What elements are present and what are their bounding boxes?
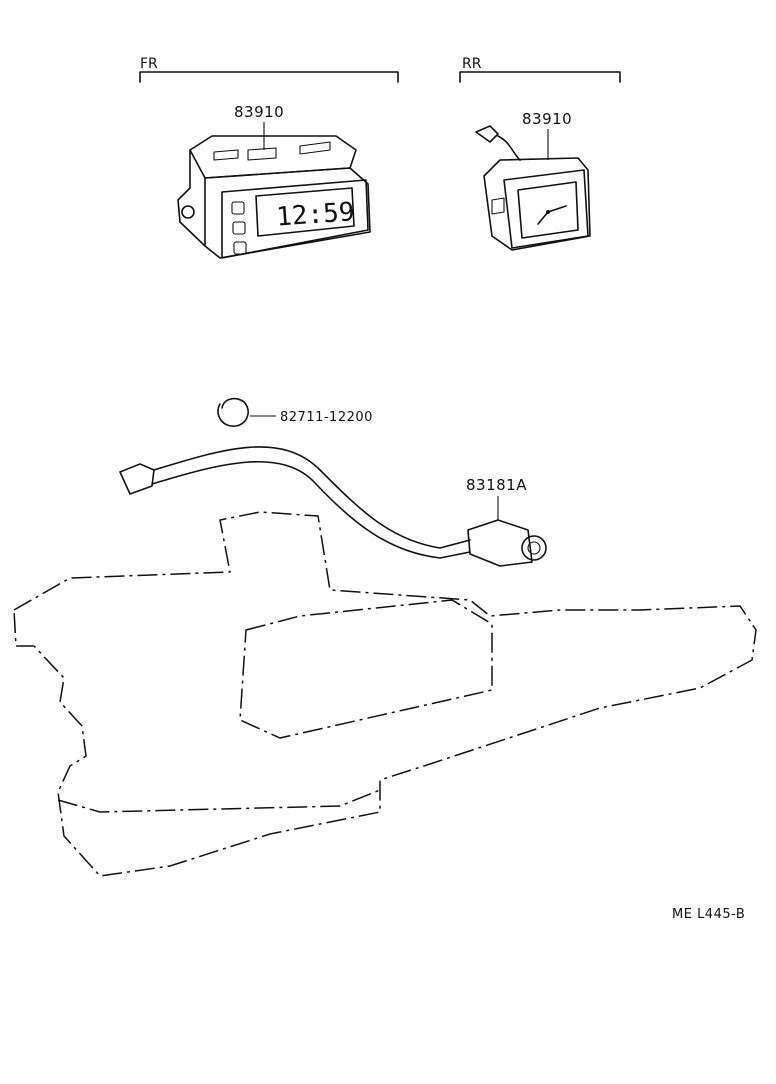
rear-clock-part-number: 83910 [522, 110, 572, 128]
front-clock-screw-hole [181, 205, 195, 219]
rear-clock-pivot [546, 210, 550, 214]
sensor-gear-core [527, 541, 541, 555]
rear-clock-minute-hand [537, 211, 549, 225]
front-clock-side [177, 149, 206, 247]
sensor-cable [153, 446, 471, 549]
section-rear: RR [459, 56, 621, 83]
sensor-part-number: 83181A [466, 476, 527, 494]
rear-clock-hour-hand [547, 205, 567, 213]
rear-clock-wire [497, 135, 521, 161]
cable-clamp: 82711-12200 [217, 397, 373, 427]
front-clock-display [255, 187, 355, 237]
front-clock-clip-left [213, 149, 239, 161]
section-front-label: FR [140, 56, 158, 72]
section-rear-label: RR [462, 56, 482, 72]
rear-clock-bezel [503, 169, 589, 249]
front-clock-top [189, 135, 357, 179]
transmission-outline [13, 511, 757, 877]
oil-pan-edge [57, 789, 381, 813]
transmission-housing [239, 599, 493, 739]
rear-clock-face [517, 181, 579, 239]
speed-sensor-assembly: 83181A [119, 446, 547, 567]
cable-connector [119, 463, 155, 495]
transmission-case [13, 511, 757, 877]
rear-clock-connector [475, 125, 499, 143]
front-clock-time: 12:59 [275, 197, 355, 232]
rear-clock-tab [491, 197, 505, 215]
sensor-gear [521, 535, 547, 561]
rear-clock-case [483, 157, 591, 251]
front-digital-clock: 83910 12:59 [177, 103, 371, 259]
front-clock-clip-right [299, 141, 331, 155]
front-clock-button-h [231, 201, 245, 215]
section-front-bracket [139, 71, 399, 83]
section-rear-bracket [459, 71, 621, 83]
clamp-shape [217, 397, 249, 427]
front-clock-bezel [221, 179, 369, 259]
front-clock-part-number: 83910 [234, 103, 284, 121]
clamp-part-number: 82711-12200 [280, 410, 373, 425]
rear-analog-clock: 83910 [475, 110, 591, 251]
front-clock-button-reset [233, 241, 247, 255]
front-clock-button-m [232, 221, 246, 235]
front-clock-tab [247, 147, 277, 161]
sensor-cable-edge [151, 460, 471, 559]
section-front: FR [139, 56, 399, 83]
diagram-reference: ME L445-B [672, 907, 745, 922]
